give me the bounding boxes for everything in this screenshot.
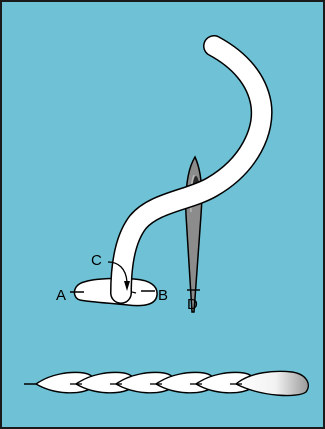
label-c: C — [91, 252, 102, 269]
lazy-daisy-chain-stitch-row — [24, 370, 310, 397]
arrow-c-head — [124, 281, 130, 291]
label-b: B — [158, 287, 168, 304]
label-a: A — [56, 287, 66, 304]
arrow-c — [107, 261, 128, 283]
stitch-end — [234, 370, 310, 397]
thread-strand-fill — [111, 36, 272, 303]
label-d: D — [187, 296, 198, 313]
